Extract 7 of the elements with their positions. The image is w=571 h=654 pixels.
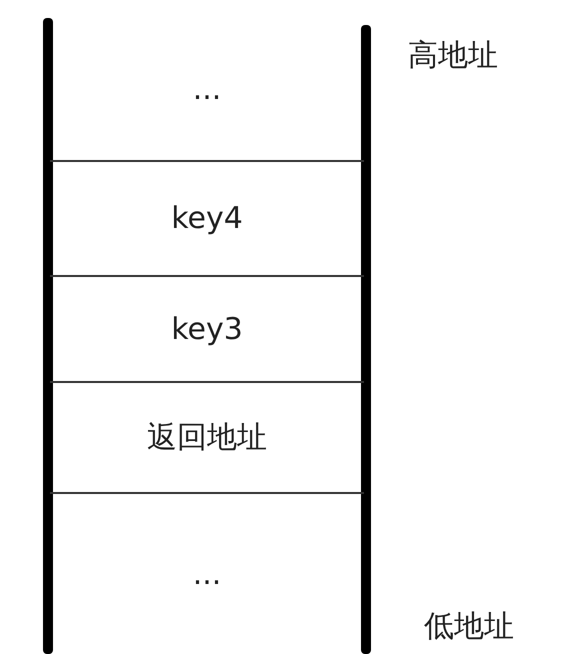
address-label: 低地址 [424, 608, 514, 646]
address-label: 高地址 [408, 37, 498, 75]
stack-slot: key3 [50, 275, 364, 381]
stack-slot: ... [50, 18, 364, 160]
stack-slot: 返回地址 [50, 381, 364, 492]
stack-slot: ... [50, 492, 364, 654]
stack-slot: key4 [50, 160, 364, 275]
